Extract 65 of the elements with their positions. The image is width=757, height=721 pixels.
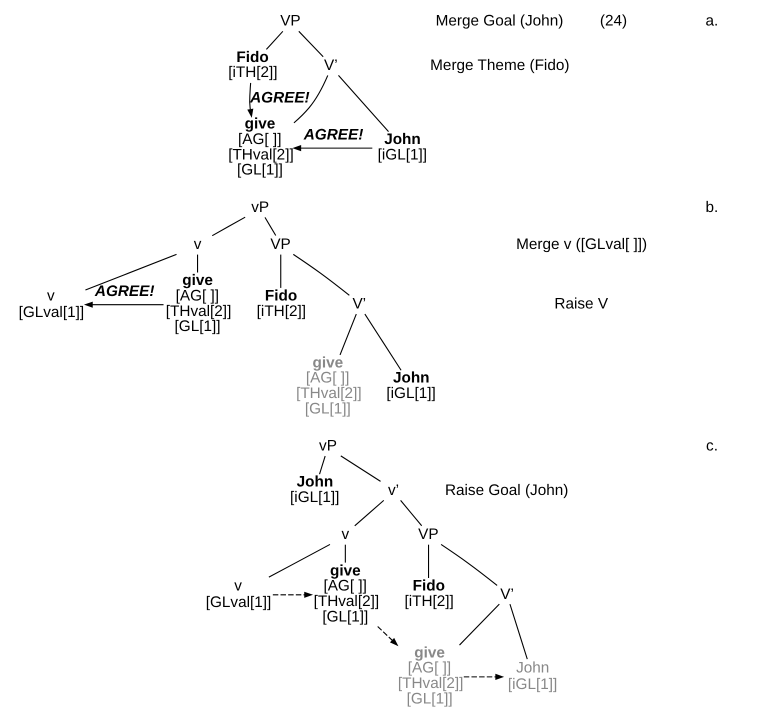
connector — [339, 314, 356, 356]
connector — [196, 254, 198, 273]
arrow — [246, 82, 253, 118]
node-text: v [GLval[1]] — [18, 288, 84, 321]
node-text: VP — [280, 12, 300, 30]
connector — [508, 604, 528, 660]
label: (24) — [599, 12, 627, 30]
edge-label: AGREE! — [94, 283, 154, 300]
connector — [364, 314, 402, 371]
connector — [340, 455, 380, 482]
label: Merge v ([GLval[ ]]) — [516, 236, 647, 254]
connector — [338, 75, 388, 132]
node-text: V’ — [500, 586, 514, 603]
node-text: VP — [270, 236, 290, 254]
connector — [268, 544, 330, 578]
node-text: give [AG[ ]] [THval[2]] [GL[1]] — [397, 644, 463, 708]
node-text: Fido [iTH[2]] — [256, 288, 306, 320]
connector — [280, 254, 281, 288]
node-text: v — [193, 236, 201, 254]
node-text: give [AG[ ]] [THval[2]] [GL[1]] — [313, 562, 379, 626]
connector — [427, 544, 429, 578]
connector — [354, 500, 384, 526]
node-text: give [AG[ ]] [THval[2]] [GL[1]] — [165, 272, 231, 336]
connector — [400, 500, 422, 526]
node-text: VP — [418, 526, 438, 544]
connector — [440, 544, 497, 586]
connector — [293, 75, 328, 124]
node-text: John [iGL[1]] — [386, 370, 436, 402]
connector — [264, 217, 276, 236]
connector — [84, 254, 176, 291]
node-text: V’ — [323, 57, 338, 74]
node-text: v’ — [388, 482, 399, 499]
node-text: V’ — [352, 296, 366, 313]
connector — [458, 604, 500, 646]
node-text: John [iGL[1]] — [290, 474, 339, 506]
connector — [292, 254, 350, 296]
label: Raise V — [554, 296, 608, 313]
label: b. — [704, 198, 718, 216]
label: Merge Theme (Fido) — [430, 57, 569, 74]
arrow — [376, 626, 398, 646]
node-text: v — [341, 526, 349, 544]
connector — [265, 30, 283, 50]
arrow — [292, 145, 372, 152]
connector — [318, 456, 326, 474]
node-text: give [AG[ ]] [THval[2]] [GL[1]] — [228, 116, 294, 179]
arrow — [83, 302, 164, 308]
connector — [211, 216, 245, 236]
node-text: John [iGL[1]] — [507, 660, 557, 694]
arrow — [272, 592, 313, 598]
edge-label: AGREE! — [250, 89, 310, 106]
node-text: vP — [250, 198, 269, 216]
label: a. — [704, 12, 718, 30]
connector — [344, 544, 346, 563]
label: Merge Goal (John) — [435, 12, 563, 30]
node-text: John [iGL[1]] — [377, 130, 427, 164]
edge-label: AGREE! — [303, 126, 363, 144]
node-text: vP — [318, 437, 336, 454]
arrow — [463, 674, 504, 680]
label: Raise Goal (John) — [444, 482, 568, 499]
node-text: v [GLval[1]] — [205, 578, 271, 612]
label: c. — [706, 437, 718, 454]
connector — [298, 30, 324, 58]
node-text: Fido [iTH[2]] — [404, 578, 454, 610]
node-text: give [AG[ ]] [THval[2]] [GL[1]] — [296, 354, 362, 418]
node-text: Fido [iTH[2]] — [228, 48, 278, 82]
